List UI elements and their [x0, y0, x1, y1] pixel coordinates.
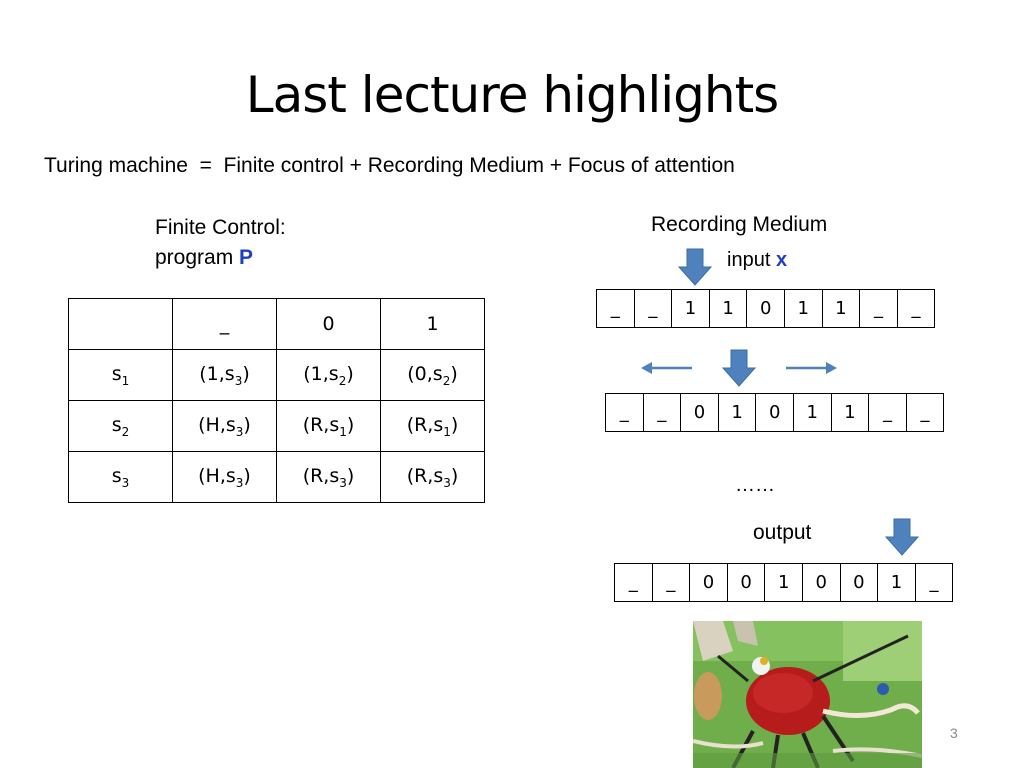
input-symbol: x	[775, 249, 788, 271]
output-tape: _ _ 0 0 1 0 0 1 _	[614, 563, 954, 602]
tape-cell: 0	[681, 394, 719, 432]
tape-cell: 0	[756, 394, 794, 432]
program-prefix: program	[155, 246, 240, 269]
tape-cell: _	[615, 564, 653, 602]
program-line: program P	[155, 243, 286, 273]
tape-cell: _	[897, 290, 936, 328]
tape-cell: 0	[690, 564, 728, 602]
header-cell-one: 1	[380, 298, 485, 350]
transition-cell: (R,s1)	[380, 400, 485, 452]
tape-cell: 0	[840, 564, 879, 602]
move-left-arrow-icon	[641, 362, 692, 374]
transition-cell: (R,s3)	[276, 451, 381, 503]
state-cell: s1	[68, 349, 173, 401]
head-arrow-icon	[884, 518, 920, 556]
tape-cell: _	[869, 394, 907, 432]
transition-cell: (1,s2)	[276, 349, 381, 401]
output-label: output	[753, 521, 812, 544]
header-cell-empty	[68, 298, 173, 350]
tape-cell: 1	[709, 290, 748, 328]
tape-cell: _	[915, 564, 954, 602]
input-tape: _ _ 1 1 0 1 1 _ _	[596, 289, 936, 328]
transition-cell: (H,s3)	[172, 400, 277, 452]
painting-image	[693, 621, 922, 768]
head-arrow-icon	[677, 248, 713, 286]
transition-cell: (0,s2)	[380, 349, 485, 401]
table-row: s1 (1,s3) (1,s2) (0,s2)	[68, 349, 485, 401]
table-row: s2 (H,s3) (R,s1) (R,s1)	[68, 400, 485, 452]
ellipsis: ……	[735, 474, 775, 496]
recording-medium-label: Recording Medium	[651, 213, 828, 236]
transition-cell: (R,s3)	[380, 451, 485, 503]
state-cell: s2	[68, 400, 173, 452]
tape-cell: _	[860, 290, 898, 328]
table-row: s3 (H,s3) (R,s3) (R,s3)	[68, 451, 485, 503]
tape-cell: _	[652, 564, 691, 602]
finite-control-label: Finite Control: program P	[155, 213, 286, 273]
tape-cell: _	[606, 394, 644, 432]
head-arrow-icon	[721, 349, 757, 387]
tape-cell: 0	[727, 564, 766, 602]
state-cell: s3	[68, 451, 173, 503]
header-cell-zero: 0	[276, 298, 381, 350]
transition-cell: (1,s3)	[172, 349, 277, 401]
program-symbol: P	[239, 246, 254, 269]
tape-cell: 1	[718, 394, 757, 432]
tape-cell: 0	[802, 564, 841, 602]
page-number: 3	[950, 725, 958, 741]
tape-cell: _	[597, 290, 635, 328]
intermediate-tape: _ _ 0 1 0 1 1 _ _	[605, 393, 945, 432]
tape-cell: 1	[831, 394, 870, 432]
tape-cell: 1	[784, 290, 823, 328]
table-header-row: _ 0 1	[68, 298, 485, 350]
finite-control-heading: Finite Control:	[155, 216, 286, 239]
tape-cell: 1	[822, 290, 861, 328]
tape-cell: _	[906, 394, 945, 432]
tape-cell: 1	[793, 394, 832, 432]
tape-cell: 1	[765, 564, 803, 602]
header-cell-blank: _	[172, 298, 277, 350]
slide-subtitle: Turing machine = Finite control + Record…	[44, 154, 735, 177]
slide-title: Last lecture highlights	[245, 66, 779, 124]
tape-cell: _	[634, 290, 673, 328]
tape-cell: 1	[672, 290, 710, 328]
move-right-arrow-icon	[786, 362, 837, 374]
tape-cell: 1	[878, 564, 916, 602]
transition-table: _ 0 1 s1 (1,s3) (1,s2) (0,s2) s2 (H,s3) …	[68, 298, 485, 503]
tape-cell: _	[643, 394, 682, 432]
transition-cell: (H,s3)	[172, 451, 277, 503]
input-label: input x	[727, 249, 788, 271]
tape-cell: 0	[747, 290, 785, 328]
transition-cell: (R,s1)	[276, 400, 381, 452]
